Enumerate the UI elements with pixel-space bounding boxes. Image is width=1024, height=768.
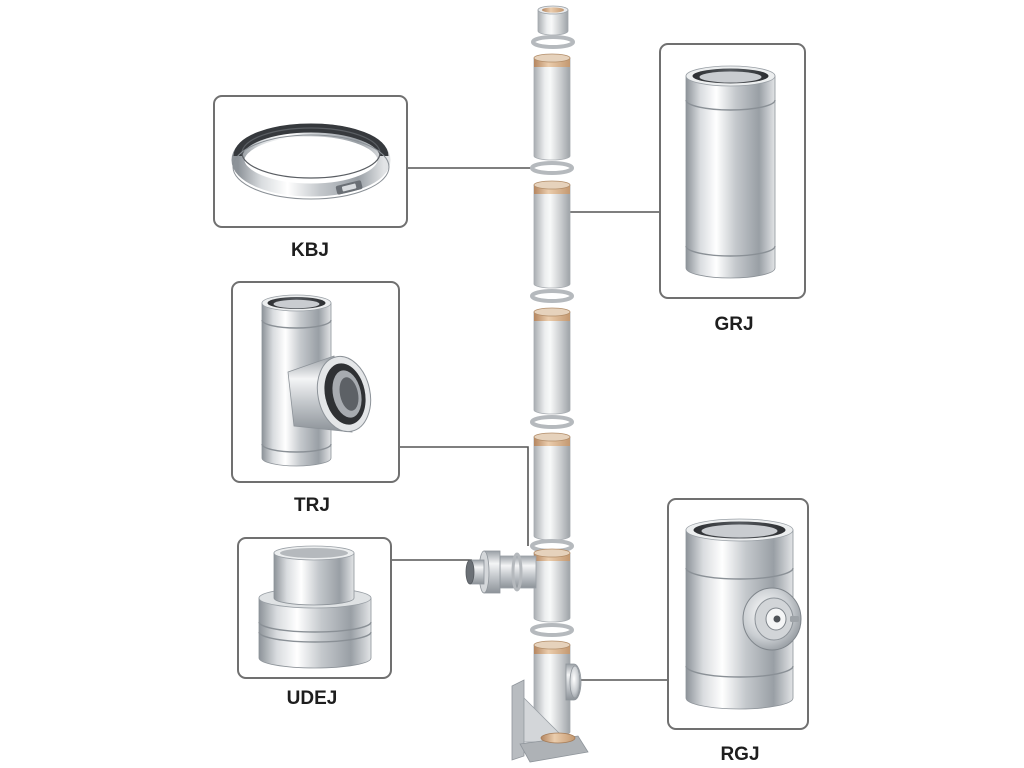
chimney-clamp-ring xyxy=(531,35,575,49)
straight-pipe-image xyxy=(685,65,776,279)
chimney-tee-section xyxy=(465,548,571,623)
callout-label: TRJ xyxy=(294,495,330,516)
chimney-cap xyxy=(537,5,569,36)
chimney-bottom-section xyxy=(533,640,582,737)
callout-label: RGJ xyxy=(720,744,759,765)
callout-label: UDEJ xyxy=(287,688,338,709)
chimney-stack xyxy=(465,5,589,763)
chimney-pipe-section xyxy=(533,307,571,415)
connector-trj xyxy=(399,446,529,546)
callout-label: GRJ xyxy=(714,314,753,335)
callout-trj: TRJ xyxy=(231,281,400,516)
chimney-clamp-ring xyxy=(530,161,574,175)
chimney-pipe-section xyxy=(533,53,571,161)
callout-label: KBJ xyxy=(291,240,329,261)
callout-grj: GRJ xyxy=(659,43,806,335)
clamp-band-image xyxy=(231,123,391,200)
tee-pipe-image xyxy=(261,294,372,467)
connector-lines xyxy=(391,167,668,681)
callout-rgj: RGJ xyxy=(667,498,809,765)
adapter-image xyxy=(258,545,372,669)
chimney-support-bracket xyxy=(511,679,589,763)
inspection-pipe-image xyxy=(685,518,802,710)
callout-kbj: KBJ xyxy=(213,95,408,261)
chimney-pipe-section xyxy=(533,180,571,289)
callout-udej: UDEJ xyxy=(237,537,392,709)
chimney-pipe-section xyxy=(533,432,571,541)
chimney-clamp-ring xyxy=(530,415,574,429)
callout-box xyxy=(213,95,408,228)
chimney-clamp-ring xyxy=(530,289,574,303)
chimney-clamp-ring xyxy=(530,623,574,637)
